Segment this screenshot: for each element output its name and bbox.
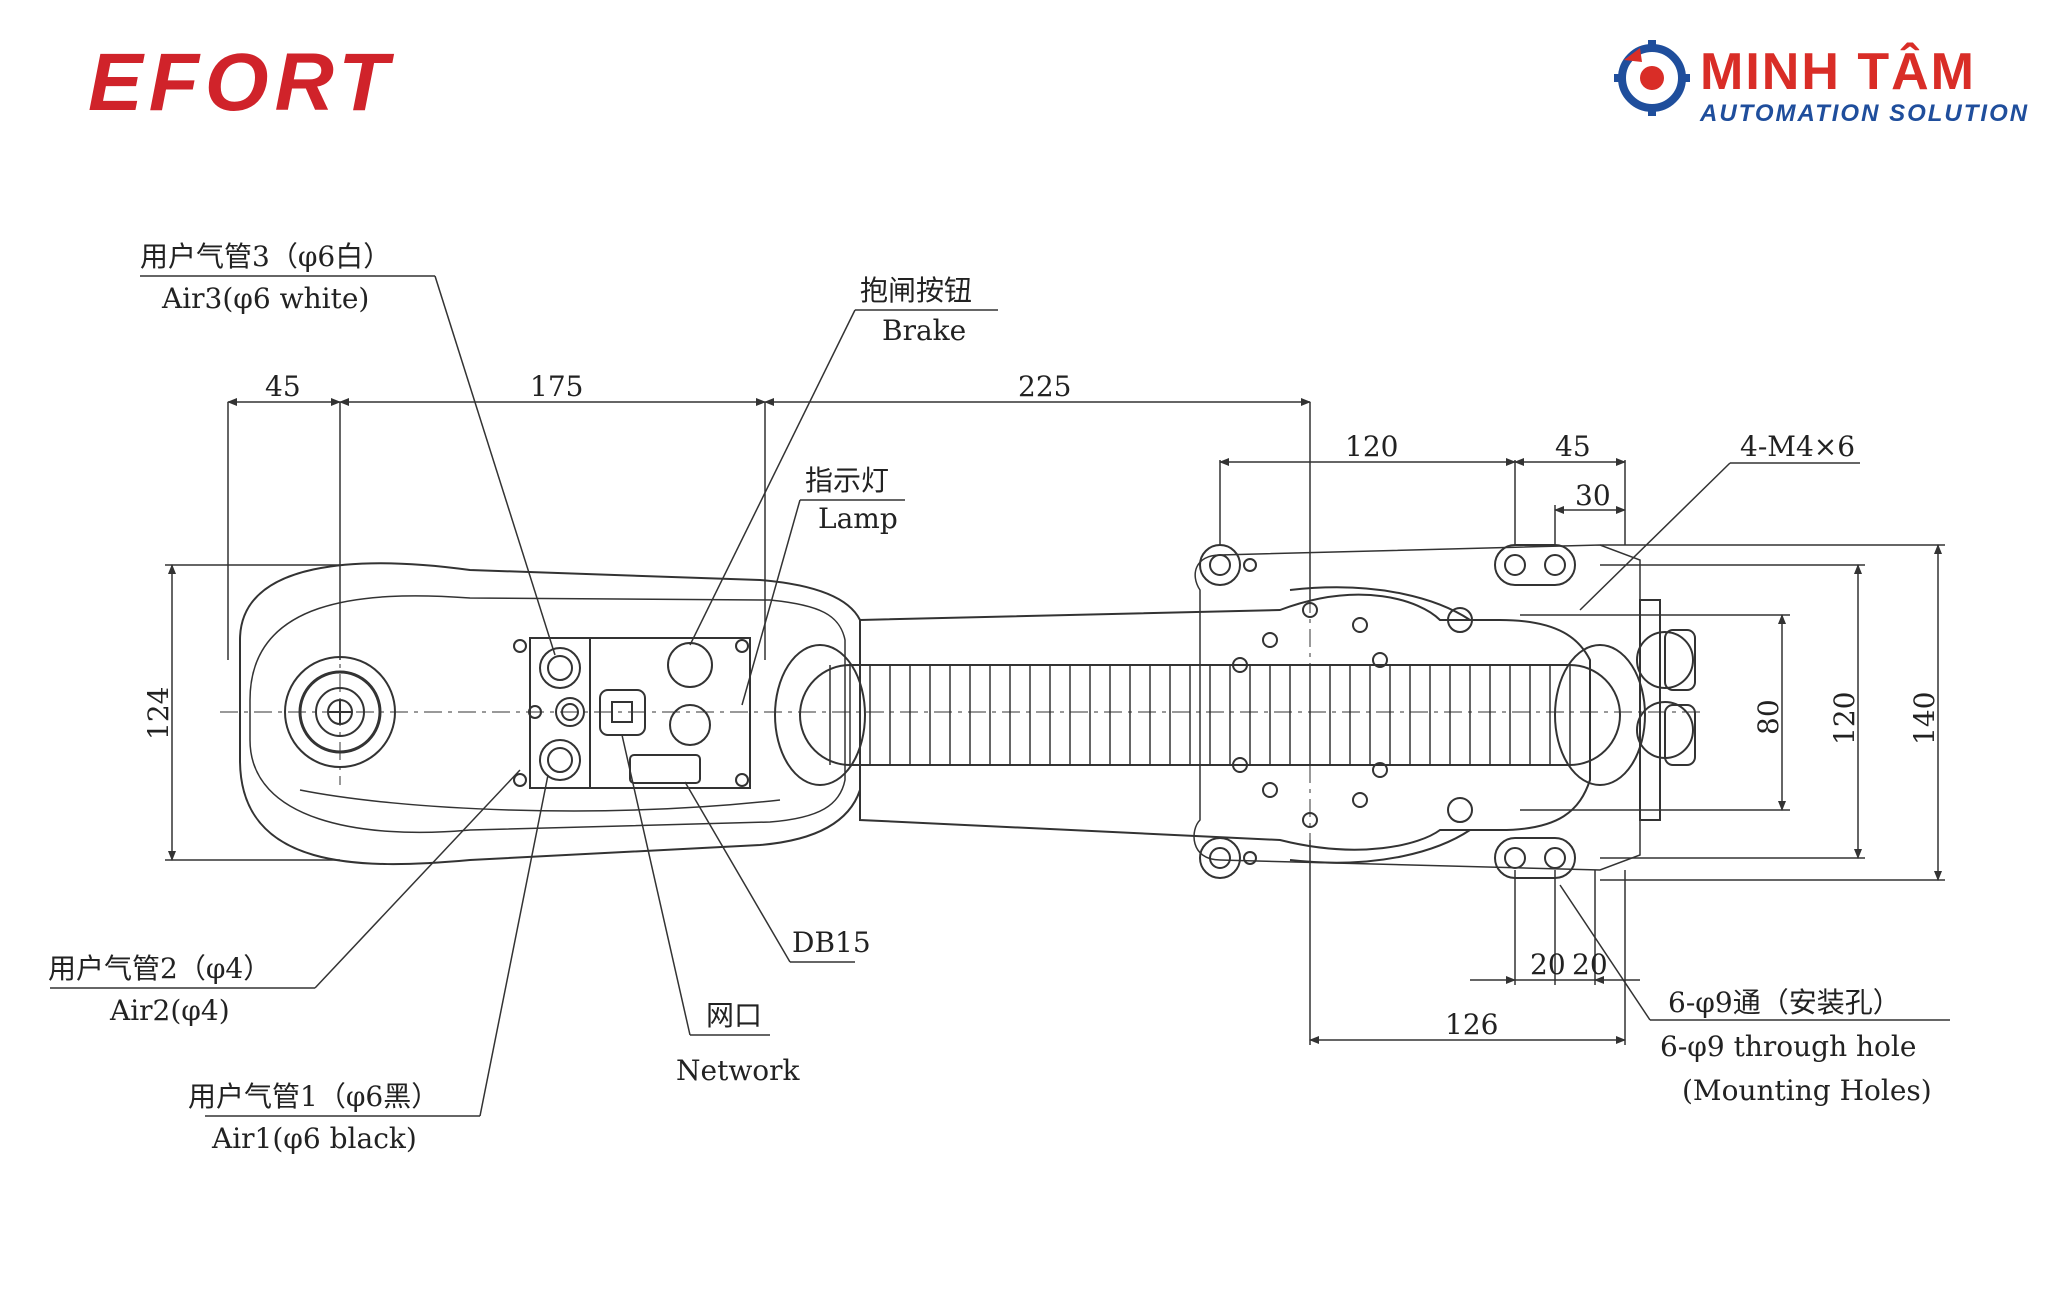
dim-225: 225 xyxy=(1018,370,1071,403)
arm-body xyxy=(859,593,1591,851)
dim-126: 126 xyxy=(1445,1008,1498,1041)
label-lamp-en: Lamp xyxy=(818,502,898,535)
label-air2-en: Air2(φ4) xyxy=(109,994,230,1027)
dim-120-right: 120 xyxy=(1828,692,1861,745)
label-air3-cn: 用户气管3（φ6白） xyxy=(140,240,391,273)
label-holes-en2: (Mounting Holes) xyxy=(1682,1074,1932,1107)
label-brake-en: Brake xyxy=(882,314,966,347)
dim-124: 124 xyxy=(142,687,175,740)
label-m4: 4-M4×6 xyxy=(1740,430,1855,463)
dim-120-top: 120 xyxy=(1345,430,1398,463)
label-network-en: Network xyxy=(676,1054,801,1087)
dim-20-a: 20 xyxy=(1530,948,1566,981)
mounting-holes xyxy=(1199,544,1576,879)
efort-logo: EFORT xyxy=(88,37,395,128)
dim-140: 140 xyxy=(1908,692,1941,745)
minhtam-logo: MINH TÂM AUTOMATION SOLUTION xyxy=(1700,46,2029,128)
dim-175: 175 xyxy=(530,370,583,403)
base-plate xyxy=(1193,544,1641,871)
dim-45-left: 45 xyxy=(265,370,301,403)
label-network-cn: 网口 xyxy=(706,999,762,1032)
dim-45-right: 45 xyxy=(1555,430,1591,463)
label-db15: DB15 xyxy=(792,926,871,959)
dim-30: 30 xyxy=(1575,479,1611,512)
minhtam-title: MINH TÂM xyxy=(1700,43,1976,101)
gear-icon xyxy=(1614,40,1690,116)
link-outline-outer xyxy=(239,562,861,866)
dim-20-b: 20 xyxy=(1572,948,1608,981)
label-air3-en: Air3(φ6 white) xyxy=(161,282,369,315)
label-brake-cn: 抱闸按钮 xyxy=(860,274,972,307)
db15-connector xyxy=(629,754,701,784)
brake-button xyxy=(667,642,713,688)
label-holes-cn: 6-φ9通（安装孔） xyxy=(1668,986,1901,1019)
label-holes-en1: 6-φ9 through hole xyxy=(1660,1030,1916,1063)
label-lamp-cn: 指示灯 xyxy=(805,464,889,497)
label-air2-cn: 用户气管2（φ4） xyxy=(48,952,271,985)
label-air1-en: Air1(φ6 black) xyxy=(211,1122,417,1155)
minhtam-subtitle: AUTOMATION SOLUTION xyxy=(1700,100,2030,127)
dim-80: 80 xyxy=(1752,699,1785,735)
lamp xyxy=(669,704,711,746)
label-air1-cn: 用户气管1（φ6黑） xyxy=(188,1080,439,1113)
